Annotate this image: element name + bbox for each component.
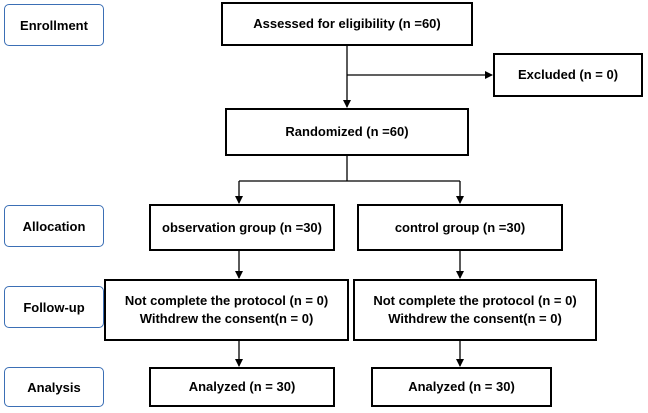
followup-left-line1: Not complete the protocol (n = 0) — [124, 293, 329, 309]
analyzed-left-text: Analyzed (n = 30) — [188, 379, 296, 395]
analyzed-left-box: Analyzed (n = 30) — [149, 367, 335, 407]
randomized-box: Randomized (n =60) — [225, 108, 469, 156]
randomized-text: Randomized (n =60) — [285, 124, 409, 140]
analyzed-right-box: Analyzed (n = 30) — [371, 367, 552, 407]
stage-label-follow-up: Follow-up — [4, 286, 104, 328]
excluded-box: Excluded (n = 0) — [493, 53, 643, 97]
stage-label-text: Analysis — [27, 379, 81, 395]
stage-label-text: Follow-up — [23, 299, 85, 315]
excluded-text: Excluded (n = 0) — [517, 67, 619, 83]
followup-right-box: Not complete the protocol (n = 0) Withdr… — [353, 279, 597, 341]
followup-right-line1: Not complete the protocol (n = 0) — [373, 293, 577, 309]
stage-label-text: Enrollment — [20, 17, 88, 33]
observation-group-text: observation group (n =30) — [162, 219, 322, 235]
stage-label-analysis: Analysis — [4, 367, 104, 407]
assessed-text: Assessed for eligibility (n =60) — [253, 16, 441, 32]
observation-group-box: observation group (n =30) — [149, 204, 335, 251]
stage-label-allocation: Allocation — [4, 205, 104, 247]
control-group-text: control group (n =30) — [394, 219, 526, 235]
followup-left-line2: Withdrew the consent(n = 0) — [139, 311, 314, 326]
control-group-box: control group (n =30) — [357, 204, 563, 251]
assessed-box: Assessed for eligibility (n =60) — [221, 2, 473, 46]
stage-label-text: Allocation — [22, 218, 86, 234]
analyzed-right-text: Analyzed (n = 30) — [408, 379, 515, 395]
stage-label-enrollment: Enrollment — [4, 4, 104, 46]
followup-left-box: Not complete the protocol (n = 0) Withdr… — [104, 279, 349, 341]
followup-right-line2: Withdrew the consent(n = 0) — [388, 311, 562, 326]
